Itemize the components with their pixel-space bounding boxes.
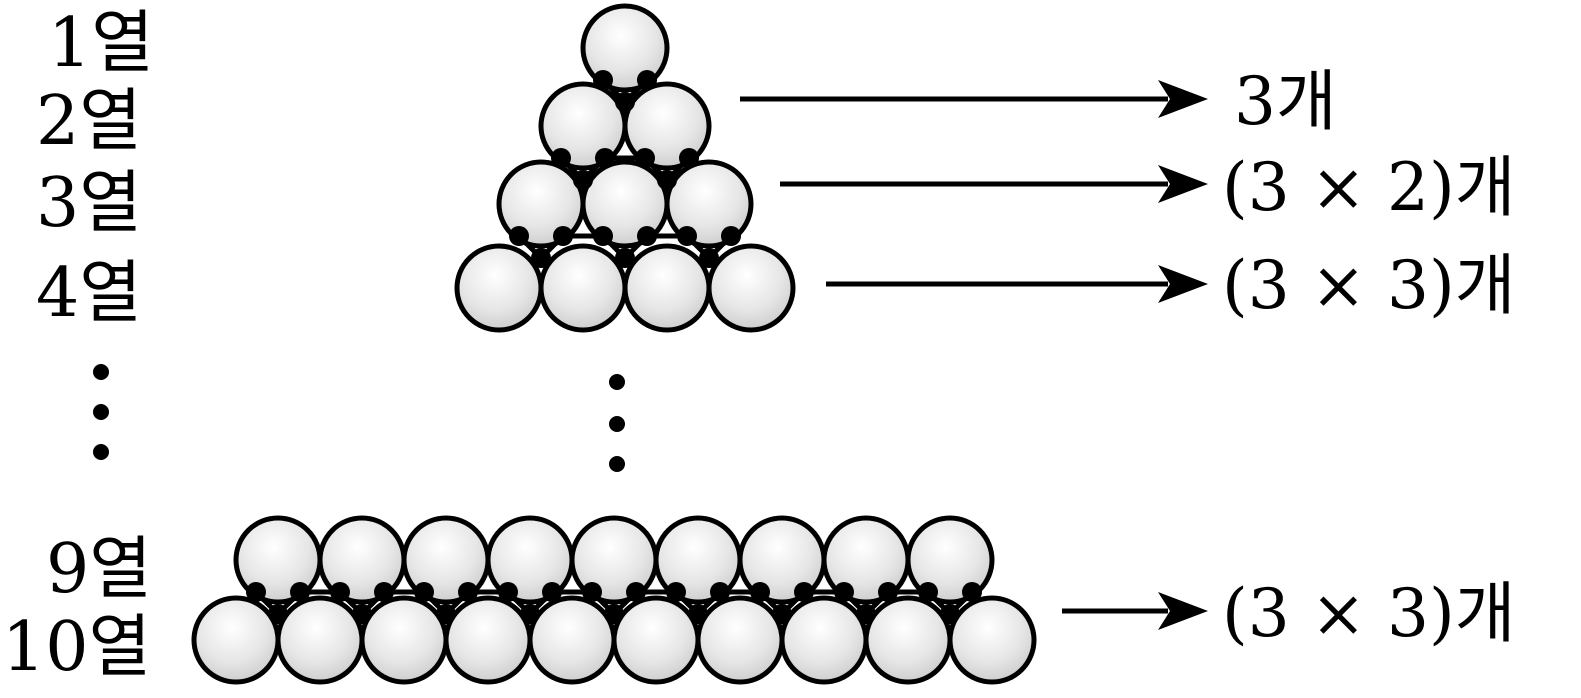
ball-pyramid <box>454 3 796 333</box>
contact-dot <box>635 148 655 168</box>
contact-dot <box>520 604 540 624</box>
ellipsis-dot <box>93 364 109 380</box>
contact-dot <box>531 248 551 268</box>
arrow-row4 <box>826 265 1208 303</box>
sphere-row1 <box>580 3 670 93</box>
contact-dot <box>551 148 571 168</box>
sphere-row4 <box>706 243 796 333</box>
row-label-2: 2열 <box>36 82 142 161</box>
ellipsis-dot <box>609 374 625 390</box>
count-label-row10: (3 × 3)개 <box>1222 575 1515 652</box>
contact-dot <box>352 604 372 624</box>
contact-dot <box>290 582 310 602</box>
contact-dot <box>553 226 573 246</box>
contact-dot <box>615 92 635 112</box>
contact-dot <box>637 226 657 246</box>
sphere-row10 <box>863 595 953 685</box>
center-ellipsis <box>609 374 625 472</box>
sphere-row10 <box>443 595 533 685</box>
contact-dot <box>962 582 982 602</box>
contacts <box>509 70 741 268</box>
row-label-1: 1열 <box>48 4 154 83</box>
contact-dot <box>374 582 394 602</box>
ellipsis-dot <box>93 444 109 460</box>
ellipsis-dot <box>609 456 625 472</box>
contact-dot <box>679 148 699 168</box>
arrow-row10 <box>1062 592 1208 630</box>
contact-dot <box>595 148 615 168</box>
contact-dot <box>330 582 350 602</box>
sphere-row10 <box>695 595 785 685</box>
balls <box>191 515 1037 685</box>
arrow-row2 <box>740 80 1208 118</box>
left-ellipsis <box>93 364 109 460</box>
contact-dot <box>509 226 529 246</box>
sphere-row10 <box>527 595 617 685</box>
contact-dot <box>268 604 288 624</box>
row-label-4: 4열 <box>36 254 142 333</box>
contact-dot <box>710 582 730 602</box>
balls <box>454 3 796 333</box>
sphere-row4 <box>622 243 712 333</box>
contact-dot <box>677 226 697 246</box>
sphere-row4 <box>454 243 544 333</box>
contact-dot <box>794 582 814 602</box>
sphere-row4 <box>538 243 628 333</box>
contact-dot <box>615 248 635 268</box>
contact-dot <box>498 582 518 602</box>
sphere-row9 <box>905 515 995 605</box>
contact-dot <box>542 582 562 602</box>
row-label-10: 10열 <box>2 608 151 687</box>
contact-dot <box>593 70 613 90</box>
count-label-row4: (3 × 3)개 <box>1222 247 1515 324</box>
contact-dot <box>458 582 478 602</box>
sphere-row2 <box>622 81 712 171</box>
count-label-row2: 3개 <box>1234 63 1337 140</box>
contact-dot <box>626 582 646 602</box>
contact-dot <box>750 582 770 602</box>
contact-dot <box>834 582 854 602</box>
contact-dot <box>878 582 898 602</box>
contact-dot <box>582 582 602 602</box>
row-label-9: 9열 <box>46 530 152 609</box>
contact-dot <box>246 582 266 602</box>
sphere-row3 <box>664 159 754 249</box>
contact-dot <box>688 604 708 624</box>
contact-dot <box>657 170 677 190</box>
contact-dot <box>666 582 686 602</box>
contact-dot <box>856 604 876 624</box>
ellipsis-dot <box>609 416 625 432</box>
contact-dot <box>593 226 613 246</box>
row-label-3: 3열 <box>36 164 142 243</box>
ball-bottom-layers <box>191 515 1037 685</box>
contact-dot <box>573 170 593 190</box>
contact-dot <box>414 582 434 602</box>
contact-dot <box>436 604 456 624</box>
contact-dot <box>721 226 741 246</box>
contact-dot <box>637 70 657 90</box>
contact-dot <box>918 582 938 602</box>
sphere-row10 <box>191 595 281 685</box>
sphere-row10 <box>611 595 701 685</box>
count-label-row3: (3 × 2)개 <box>1222 149 1515 226</box>
contact-dot <box>604 604 624 624</box>
contacts <box>246 582 982 624</box>
sphere-row10 <box>947 595 1037 685</box>
sphere-row10 <box>359 595 449 685</box>
contact-dot <box>940 604 960 624</box>
contact-dot <box>699 248 719 268</box>
ellipsis-dot <box>93 404 109 420</box>
contact-dot <box>772 604 792 624</box>
arrow-row3 <box>780 165 1208 203</box>
sphere-row10 <box>779 595 869 685</box>
sphere-row10 <box>275 595 365 685</box>
